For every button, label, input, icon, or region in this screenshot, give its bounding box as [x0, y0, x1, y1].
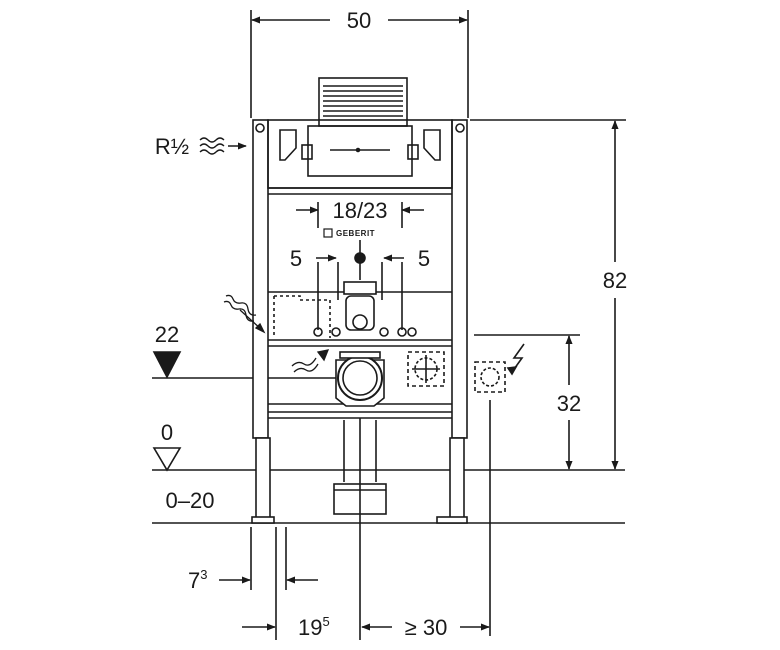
water-inlet-label: R½	[155, 134, 189, 159]
spacing-dimensions	[296, 202, 424, 280]
water-wave-icon	[291, 349, 330, 373]
spacing-outer-label: 18/23	[332, 198, 387, 223]
electrical-box-wall	[474, 361, 506, 636]
outlet-height-label: 32	[557, 391, 581, 416]
brand-logo: GEBERIT	[323, 228, 375, 238]
level-triangle-icon	[152, 447, 182, 472]
drain-offset-label: 195	[298, 614, 330, 640]
frame-uprights	[251, 119, 468, 524]
flush-connector	[343, 281, 377, 331]
spacing-right-label: 5	[418, 246, 430, 271]
height-dimension	[470, 119, 626, 470]
width-dimension	[250, 10, 469, 118]
electrical-box-frame	[407, 351, 445, 387]
foot-offset-label: 73	[188, 567, 207, 593]
water-wave-icon	[199, 137, 225, 155]
spacing-left-label: 5	[290, 246, 302, 271]
cistern-body	[267, 119, 453, 195]
floor-range-label: 0–20	[166, 488, 215, 513]
brand-text: GEBERIT	[336, 229, 375, 238]
drain-bend	[335, 351, 385, 407]
width-label: 50	[347, 8, 371, 33]
electric-lightning-icon	[506, 343, 525, 376]
drain-level-marker	[152, 351, 182, 379]
water-wave-icon	[223, 294, 266, 334]
floor-lines	[152, 377, 625, 524]
height-label: 82	[603, 268, 627, 293]
cistern-actuator-box	[318, 77, 408, 127]
bottom-dimensions	[219, 418, 490, 640]
drain-level-label: 22	[155, 322, 179, 347]
min-distance-label: ≥ 30	[405, 615, 448, 640]
floor-zero-label: 0	[161, 420, 173, 445]
outlet-height-dimension	[474, 334, 580, 470]
